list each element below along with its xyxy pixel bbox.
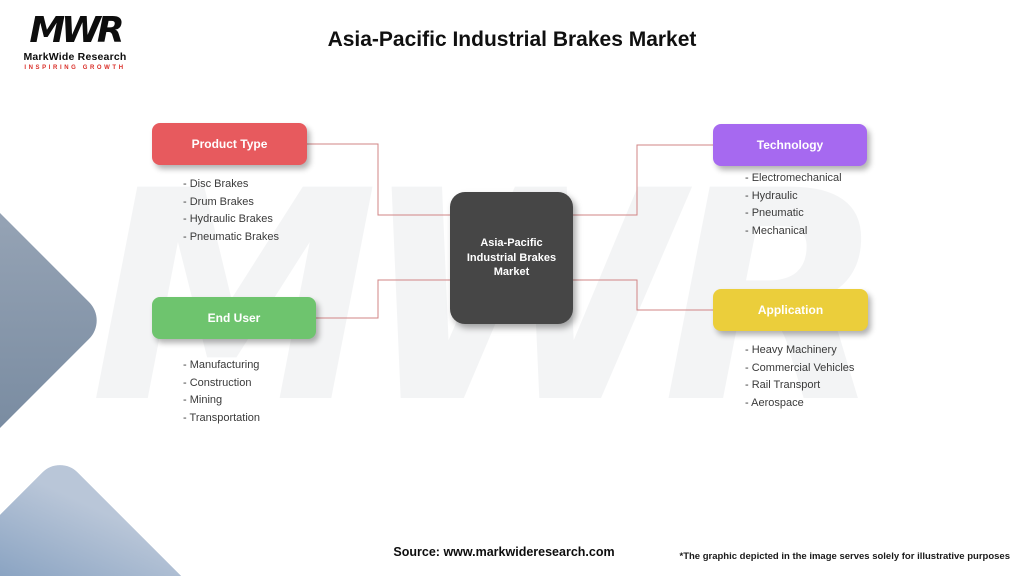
segment-box-product-type: Product Type: [152, 123, 307, 165]
segment-item: - Drum Brakes: [183, 195, 254, 208]
segment-item: - Heavy Machinery: [745, 344, 837, 356]
segment-list-product-type: - Disc Brakes - Drum Brakes - Hydraulic …: [183, 176, 279, 246]
logo-name: MarkWide Research: [23, 50, 127, 63]
segment-item: - Aerospace: [745, 396, 804, 409]
segment-item: - Construction: [183, 376, 252, 389]
segment-box-application: Application: [713, 289, 868, 331]
logo-mwr-icon: MWR: [29, 10, 124, 51]
source-label: Source:: [393, 545, 440, 559]
segment-item: - Hydraulic: [745, 189, 798, 202]
segment-item: - Mechanical: [745, 224, 808, 237]
segment-item: - Hydraulic Brakes: [183, 213, 273, 226]
center-node: Asia-Pacific Industrial Brakes Market: [450, 192, 573, 324]
segment-item: - Pneumatic: [745, 207, 804, 220]
segment-item: - Manufacturing: [183, 359, 260, 371]
segment-item: - Disc Brakes: [183, 178, 249, 190]
segment-item: - Transportation: [183, 411, 261, 424]
source-text: Source: www.markwideresearch.com: [393, 545, 614, 559]
segment-box-end-user: End User: [152, 297, 316, 339]
segment-item: - Mining: [183, 394, 223, 407]
page-title: Asia-Pacific Industrial Brakes Market: [327, 28, 697, 51]
segment-item: - Commercial Vehicles: [745, 361, 855, 374]
segment-box-technology: Technology: [713, 124, 867, 166]
segment-item: - Pneumatic Brakes: [183, 230, 279, 243]
logo: MWR MarkWide Research INSPIRING GROWTH: [20, 12, 130, 71]
segment-item: - Rail Transport: [745, 379, 821, 392]
segment-item: - Electromechanical: [745, 172, 842, 184]
source-url: www.markwideresearch.com: [443, 545, 615, 559]
disclaimer-text: *The graphic depicted in the image serve…: [679, 551, 1011, 562]
logo-tagline: INSPIRING GROWTH: [24, 64, 126, 71]
segment-list-end-user: - Manufacturing - Construction - Mining …: [183, 357, 260, 427]
segment-list-technology: - Electromechanical - Hydraulic - Pneuma…: [745, 170, 842, 240]
segment-list-application: - Heavy Machinery - Commercial Vehicles …: [745, 342, 854, 412]
